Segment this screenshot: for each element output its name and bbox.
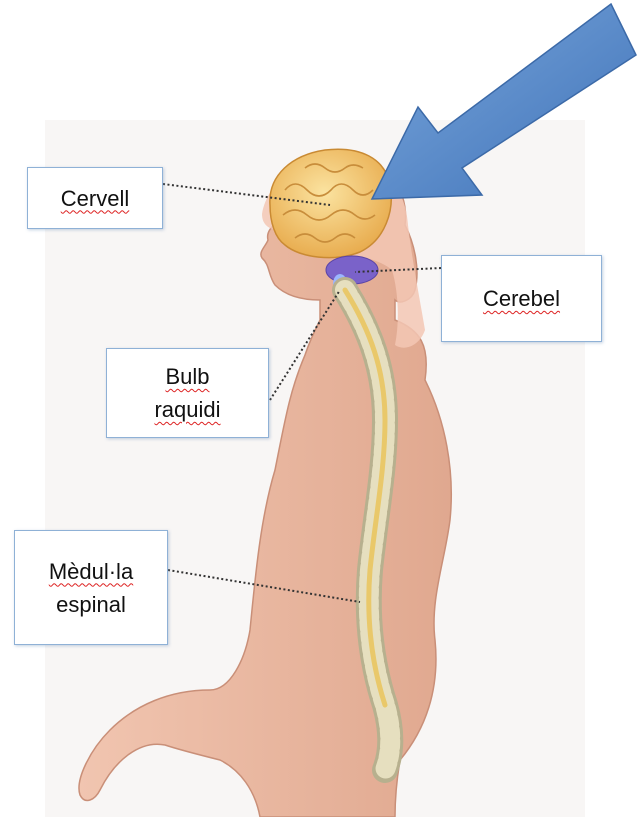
label-cervell: Cervell bbox=[27, 167, 163, 229]
brain-illustration bbox=[270, 149, 391, 257]
label-medulla-espinal: Mèdul·la espinal bbox=[14, 530, 168, 645]
label-cerebel: Cerebel bbox=[441, 255, 602, 342]
label-bulb-line2: raquidi bbox=[154, 393, 220, 426]
label-cerebel-text: Cerebel bbox=[483, 282, 560, 315]
label-medulla-line1: Mèdul·la bbox=[49, 555, 133, 588]
label-bulb-raquidi: Bulb raquidi bbox=[106, 348, 269, 438]
label-bulb-line1: Bulb bbox=[165, 360, 209, 393]
label-medulla-line2: espinal bbox=[56, 588, 126, 621]
label-cervell-text: Cervell bbox=[61, 182, 129, 215]
